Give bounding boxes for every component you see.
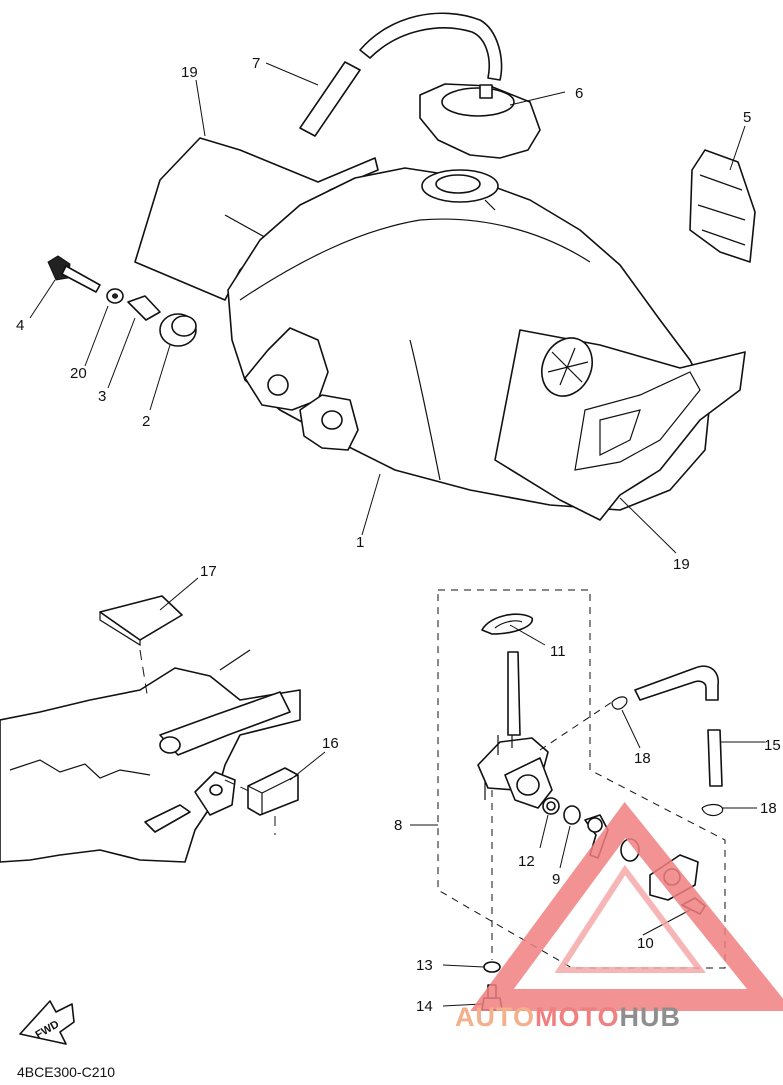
watermark: AUTOMOTOHUB bbox=[455, 801, 783, 1032]
callout-7: 7 bbox=[252, 55, 260, 72]
bolt bbox=[47, 255, 101, 293]
callout-10: 10 bbox=[637, 935, 654, 952]
callout-1: 1 bbox=[356, 534, 364, 551]
bracket-plate bbox=[689, 149, 756, 263]
watermark-hub: HUB bbox=[620, 1002, 682, 1032]
callout-9: 9 bbox=[552, 871, 560, 888]
callout-18-upper: 18 bbox=[634, 750, 651, 767]
frame-section bbox=[0, 649, 301, 863]
callout-19-right: 19 bbox=[673, 556, 690, 573]
gasket-11 bbox=[481, 613, 533, 635]
fuel-hose bbox=[634, 665, 723, 787]
drain-washer bbox=[483, 961, 501, 973]
breather-hose bbox=[299, 12, 503, 137]
callout-15: 15 bbox=[764, 737, 781, 754]
callout-numbers: 19 7 6 5 4 20 3 2 1 19 17 16 11 18 15 18… bbox=[16, 55, 781, 1015]
callout-12: 12 bbox=[518, 853, 535, 870]
hose-clip-upper bbox=[611, 696, 628, 710]
diagram-code: 4BCE300-C210 bbox=[17, 1064, 115, 1080]
fuel-cock-lever bbox=[584, 814, 609, 859]
callout-19-top: 19 bbox=[181, 64, 198, 81]
callout-6: 6 bbox=[575, 85, 583, 102]
callout-14: 14 bbox=[416, 998, 433, 1015]
side-cover-right bbox=[494, 329, 746, 521]
callout-8: 8 bbox=[394, 817, 402, 834]
watermark-logo bbox=[470, 801, 783, 1011]
callout-13: 13 bbox=[416, 957, 433, 974]
pad-16 bbox=[247, 767, 299, 816]
callout-16: 16 bbox=[322, 735, 339, 752]
pad-17 bbox=[99, 595, 183, 647]
fuel-cap bbox=[419, 83, 541, 159]
watermark-auto: AUTO bbox=[455, 1002, 535, 1032]
leader-lines bbox=[29, 62, 765, 1007]
callout-18-lower: 18 bbox=[760, 800, 777, 817]
o-ring-9 bbox=[563, 805, 581, 825]
callout-3: 3 bbox=[98, 388, 106, 405]
callout-11: 11 bbox=[550, 643, 566, 660]
damper bbox=[159, 313, 197, 347]
callout-5: 5 bbox=[743, 109, 751, 126]
callout-2: 2 bbox=[142, 413, 150, 430]
callout-20: 20 bbox=[70, 365, 87, 382]
callout-17: 17 bbox=[200, 563, 217, 580]
fuel-cock bbox=[477, 651, 553, 809]
svg-text:AUTOMOTOHUB: AUTOMOTOHUB bbox=[455, 1002, 681, 1032]
collar bbox=[127, 295, 161, 321]
fuel-cock-group-outline bbox=[437, 589, 726, 969]
fwd-arrow: FWD bbox=[19, 1000, 75, 1045]
watermark-moto: MOTO bbox=[535, 1002, 620, 1032]
callout-4: 4 bbox=[16, 317, 24, 334]
hose-clip-lower bbox=[701, 803, 724, 817]
